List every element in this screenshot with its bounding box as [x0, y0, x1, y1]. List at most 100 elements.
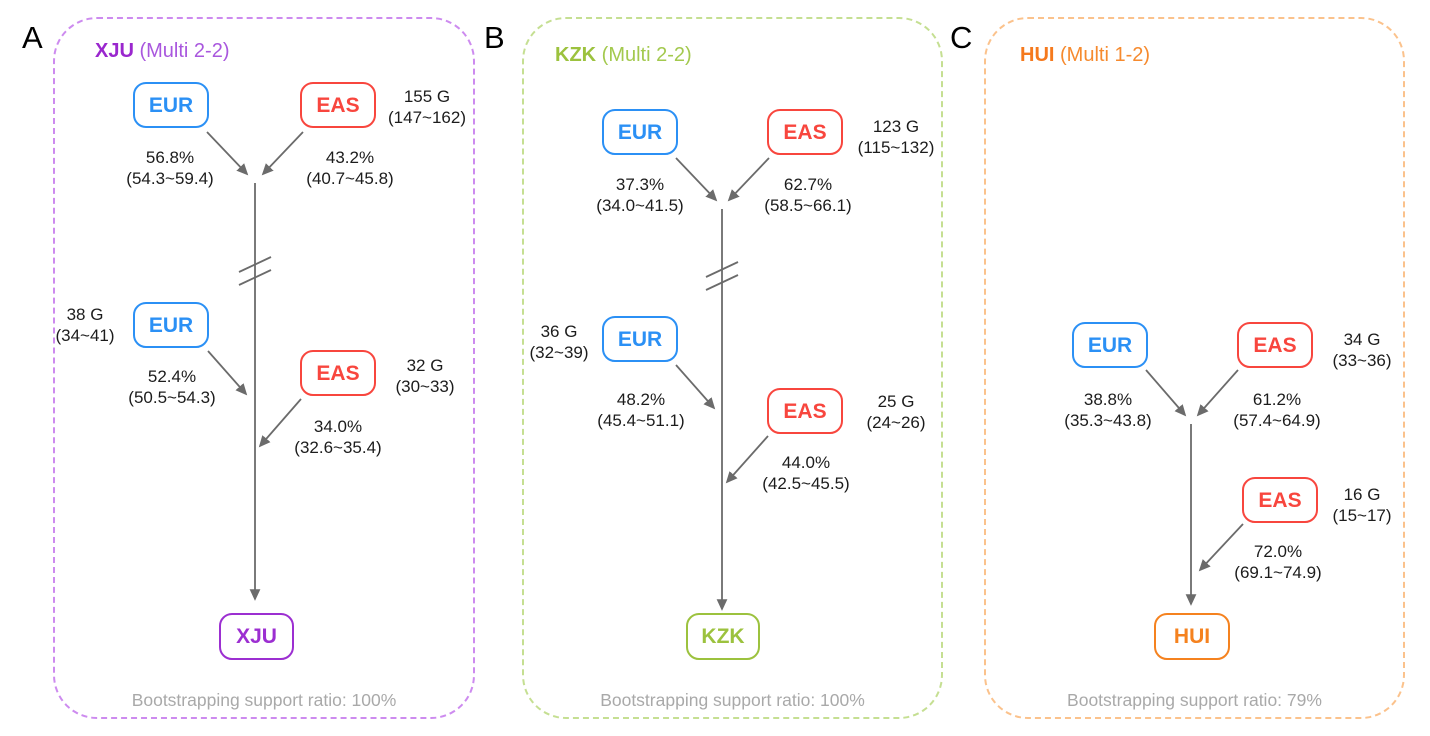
- panel-header: HUI (Multi 1-2): [1020, 44, 1150, 66]
- proportion-value: 56.8%: [145, 148, 195, 167]
- generation-value: 32 G: [406, 356, 444, 375]
- admixture-proportion-eur: 52.4% (50.5~54.3): [72, 366, 272, 408]
- generation-value: 25 G: [877, 392, 915, 411]
- admixture-arrow-eas2: [725, 435, 769, 484]
- admixture-arrow-eur: [1145, 369, 1187, 417]
- generation-label: 36 G (32~39): [459, 321, 659, 363]
- admixture-arrow-eas2: [1198, 523, 1244, 572]
- proportion-ci: (57.4~64.9): [1233, 411, 1321, 430]
- proportion-value: 44.0%: [781, 453, 831, 472]
- proportion-ci: (34.0~41.5): [596, 196, 684, 215]
- source-node-eas: EAS: [767, 109, 843, 155]
- target-node: KZK: [686, 613, 760, 660]
- panel-letter: C: [950, 20, 973, 55]
- admixture-proportion-eas: 72.0% (69.1~74.9): [1178, 541, 1378, 583]
- admixture-proportion-eur: 37.3% (34.0~41.5): [540, 174, 740, 216]
- generation-ci: (24~26): [866, 413, 926, 432]
- panel-letter: B: [484, 20, 505, 55]
- admixture-proportion-eas: 34.0% (32.6~35.4): [238, 416, 438, 458]
- panel-subtitle: (Multi 2-2): [601, 44, 692, 66]
- panel-border: [53, 17, 475, 719]
- panel-c-tree: [1145, 369, 1244, 606]
- bootstrap-support: Bootstrapping support ratio: 79%: [1067, 690, 1322, 710]
- source-node-eas: EAS: [300, 82, 376, 128]
- bootstrap-support: Bootstrapping support ratio: 100%: [131, 690, 397, 710]
- source-node-eas: EAS: [1237, 322, 1313, 368]
- admixture-arrow-eur: [675, 157, 718, 202]
- proportion-value: 48.2%: [616, 390, 666, 409]
- proportion-value: 37.3%: [615, 175, 665, 194]
- generation-value: 36 G: [540, 322, 578, 341]
- generation-ci: (15~17): [1332, 506, 1392, 525]
- admixture-proportion-eas: 61.2% (57.4~64.9): [1177, 389, 1377, 431]
- panel-title: XJU: [95, 40, 134, 62]
- generation-ci: (115~132): [857, 138, 935, 157]
- break-mark: [705, 274, 739, 291]
- panel-title: HUI: [1020, 44, 1055, 66]
- generation-value: 16 G: [1343, 485, 1381, 504]
- generation-label: 155 G (147~162): [327, 86, 527, 128]
- panel-title: KZK: [555, 44, 597, 66]
- admixture-proportion-eur: 56.8% (54.3~59.4): [70, 147, 270, 189]
- generation-ci: (30~33): [395, 377, 455, 396]
- generation-ci: (147~162): [388, 108, 466, 127]
- source-node-eur: EUR: [602, 109, 678, 155]
- panel-header: KZK (Multi 2-2): [555, 44, 692, 66]
- source-node-eur: EUR: [133, 302, 209, 348]
- generation-ci: (34~41): [55, 326, 115, 345]
- break-mark: [705, 261, 739, 278]
- source-node-eur: EUR: [602, 316, 678, 362]
- proportion-value: 72.0%: [1253, 542, 1303, 561]
- source-node-eur: EUR: [1072, 322, 1148, 368]
- bootstrap-support: Bootstrapping support ratio: 100%: [600, 690, 865, 710]
- panel-subtitle: (Multi 2-2): [139, 40, 230, 62]
- generation-value: 123 G: [872, 117, 920, 136]
- generation-label: 123 G (115~132): [796, 116, 996, 158]
- admixture-arrow-eas2: [258, 398, 302, 448]
- panel-subtitle: (Multi 1-2): [1060, 44, 1151, 66]
- generation-label: 25 G (24~26): [796, 391, 996, 433]
- proportion-value: 61.2%: [1252, 390, 1302, 409]
- proportion-ci: (42.5~45.5): [762, 474, 850, 493]
- proportion-ci: (40.7~45.8): [306, 169, 394, 188]
- target-node: XJU: [219, 613, 294, 660]
- proportion-ci: (32.6~35.4): [294, 438, 382, 457]
- admixture-proportion-eas: 43.2% (40.7~45.8): [250, 147, 450, 189]
- source-node-eas: EAS: [767, 388, 843, 434]
- generation-value: 38 G: [66, 305, 104, 324]
- source-node-eur: EUR: [133, 82, 209, 128]
- break-mark: [238, 269, 272, 286]
- proportion-value: 62.7%: [783, 175, 833, 194]
- proportion-ci: (69.1~74.9): [1234, 563, 1322, 582]
- generation-ci: (33~36): [1332, 351, 1392, 370]
- proportion-value: 52.4%: [147, 367, 197, 386]
- generation-label: 32 G (30~33): [325, 355, 525, 397]
- panel-b-tree: [675, 157, 770, 611]
- source-node-eas: EAS: [1242, 477, 1318, 523]
- proportion-value: 43.2%: [325, 148, 375, 167]
- proportion-ci: (35.3~43.8): [1064, 411, 1152, 430]
- panel-border: [984, 17, 1405, 719]
- generation-value: 155 G: [403, 87, 451, 106]
- panel-border: [522, 17, 943, 719]
- admixture-arrow-eur2: [675, 364, 716, 410]
- admixture-arrow-eas: [727, 157, 770, 202]
- break-mark: [238, 256, 272, 273]
- generation-value: 34 G: [1343, 330, 1381, 349]
- panel-a-tree: [206, 131, 304, 601]
- admixture-proportion-eas: 44.0% (42.5~45.5): [706, 452, 906, 494]
- panel-header: XJU (Multi 2-2): [95, 40, 229, 62]
- generation-label: 34 G (33~36): [1262, 329, 1430, 371]
- proportion-ci: (50.5~54.3): [128, 388, 216, 407]
- proportion-value: 34.0%: [313, 417, 363, 436]
- admixture-arrow-eas: [261, 131, 304, 176]
- proportion-ci: (54.3~59.4): [126, 169, 214, 188]
- admixture-arrow-eur: [206, 131, 249, 176]
- proportion-value: 38.8%: [1083, 390, 1133, 409]
- generation-ci: (32~39): [529, 343, 589, 362]
- admixture-proportion-eur: 48.2% (45.4~51.1): [541, 389, 741, 431]
- admixture-proportion-eas: 62.7% (58.5~66.1): [708, 174, 908, 216]
- panel-letter: A: [22, 20, 43, 55]
